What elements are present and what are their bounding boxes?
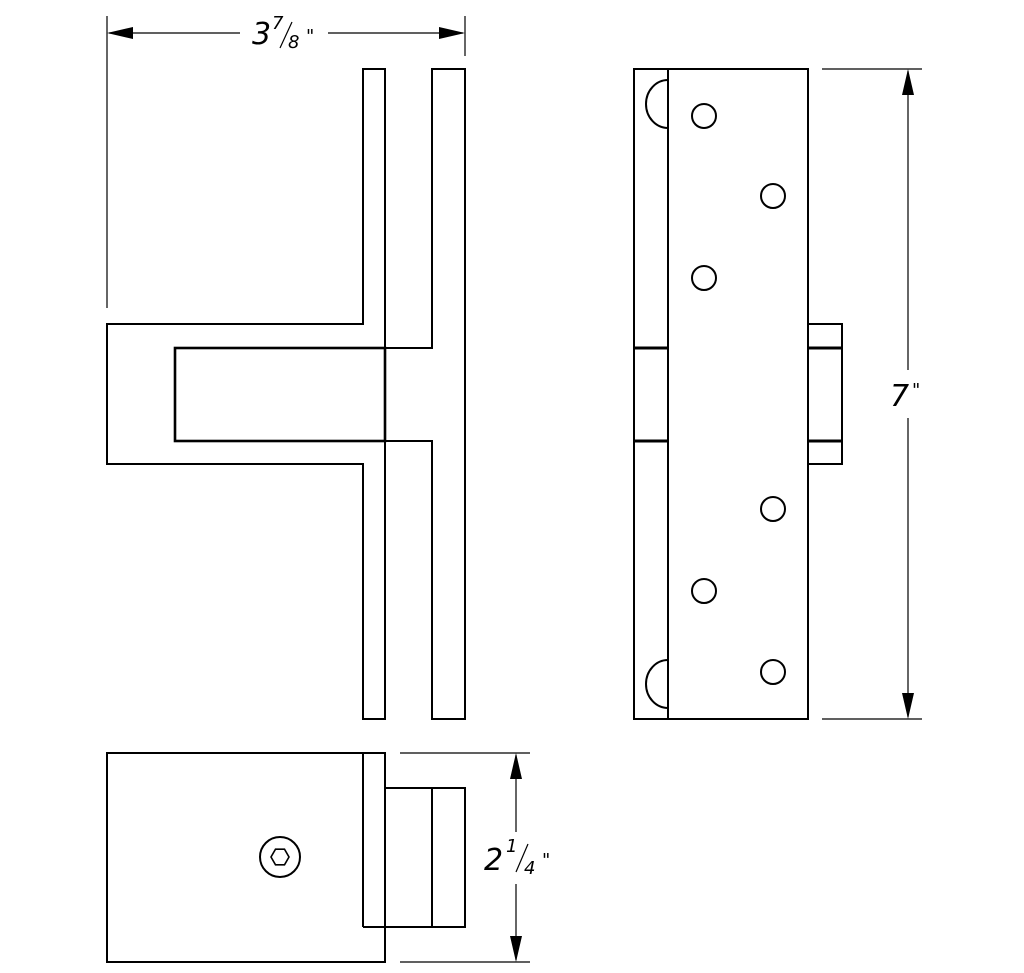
side-view-knuckle-strip (633, 68, 669, 720)
width-whole: 3 (252, 17, 271, 52)
screw-hole (760, 183, 786, 209)
hex-socket-icon (270, 848, 290, 866)
depth-whole: 2 (484, 843, 503, 878)
width-denominator: 8 (288, 32, 299, 53)
bottom-end-cap (645, 659, 669, 709)
width-fraction-bar (279, 21, 293, 49)
depth-arrow-bottom (510, 936, 522, 962)
front-view-left-leaf (106, 68, 386, 720)
height-unit: " (912, 380, 920, 401)
screw-hole (691, 578, 717, 604)
height-arrow-top (902, 69, 914, 95)
top-view-knuckle (384, 787, 466, 928)
width-unit: " (306, 26, 314, 47)
width-arrow-left (107, 27, 133, 39)
depth-dimension: 2 1 4 " (400, 752, 550, 963)
width-arrow-right (439, 27, 465, 39)
screw-hole (691, 265, 717, 291)
width-dimension: 3 7 8 " (106, 13, 466, 308)
front-view-right-leaf (384, 68, 466, 720)
height-dimension: 7 " (822, 68, 922, 720)
hex-socket-screw-icon (259, 836, 301, 878)
height-whole: 7 (890, 379, 909, 414)
screw-hole (760, 659, 786, 685)
side-view-pivot-protrusion (807, 323, 843, 465)
screw-hole (691, 103, 717, 129)
depth-arrow-top (510, 753, 522, 779)
depth-fraction-bar (515, 843, 529, 873)
depth-unit: " (542, 850, 550, 871)
front-view (106, 68, 466, 720)
side-view-leaf-plate (667, 68, 809, 720)
screw-hole (760, 496, 786, 522)
top-view (106, 752, 466, 963)
width-numerator: 7 (272, 13, 284, 34)
front-view-pivot-block (173, 346, 387, 443)
top-end-cap (645, 79, 669, 129)
top-view-body (106, 752, 386, 963)
height-arrow-bottom (902, 693, 914, 719)
depth-denominator: 4 (524, 858, 535, 879)
side-view (633, 68, 843, 720)
depth-numerator: 1 (506, 836, 517, 857)
